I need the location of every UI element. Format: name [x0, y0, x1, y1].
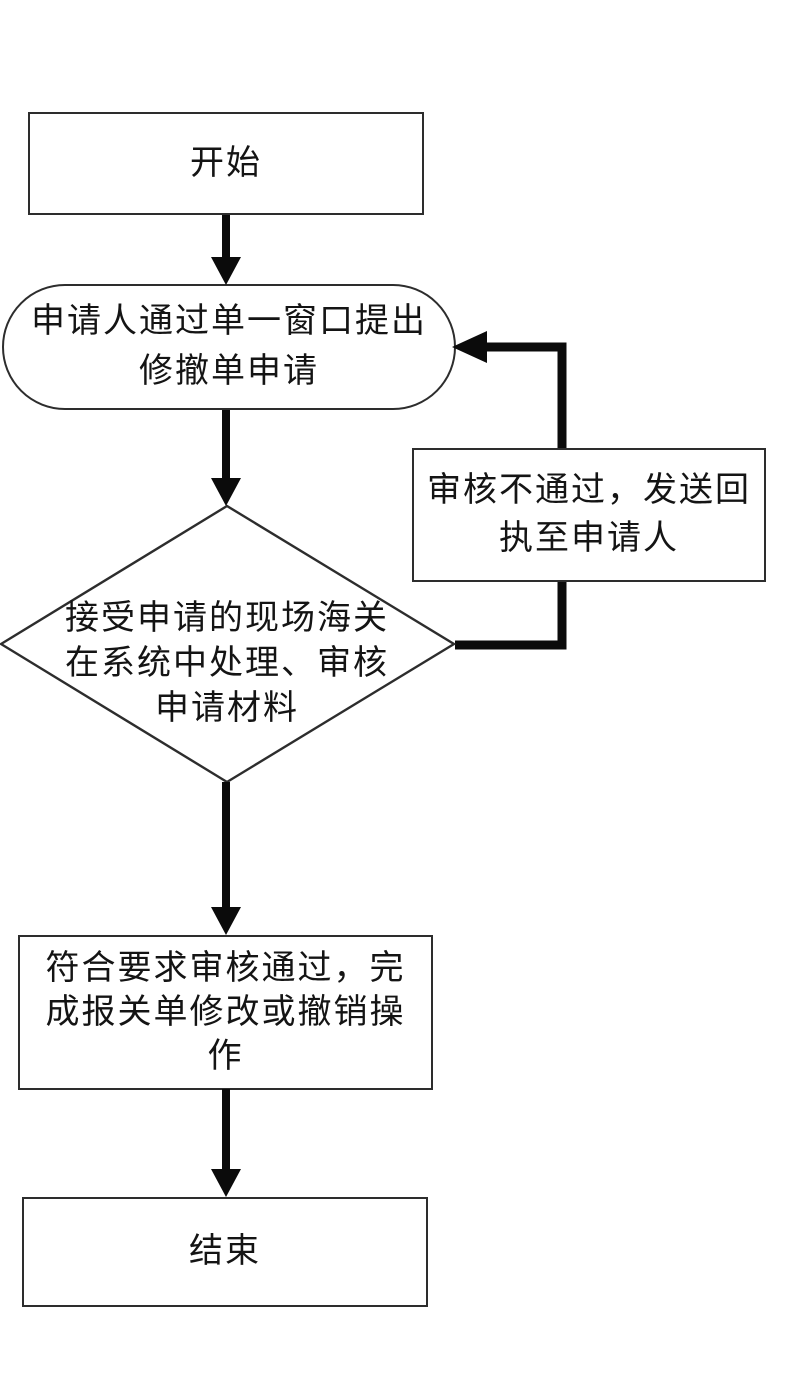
apply-stadium-node: 申请人通过单一窗口提出 修撤单申请 [2, 284, 456, 410]
end-node-label: 结束 [189, 1233, 261, 1270]
apply-node-line2: 修撤单申请 [139, 353, 319, 390]
start-node-label: 开始 [190, 144, 262, 182]
arrow-review-to-approve-head [211, 907, 241, 935]
reject-node-line1: 审核不通过，发送回 [427, 472, 751, 509]
arrow-approve-to-end-head [211, 1169, 241, 1197]
approve-node-label: 符合要求审核通过，完 成报关单修改或撤销操 作 [46, 947, 406, 1079]
approve-node-line1: 符合要求审核通过，完 [45, 949, 406, 987]
review-node-line3: 申请材料 [155, 690, 299, 727]
end-node: 结束 [22, 1197, 428, 1307]
arrow-feedback-to-apply-head [452, 331, 487, 363]
review-node-label: 接受申请的现场海关 在系统中处理、审核 申请材料 [47, 596, 407, 731]
reject-node-label: 审核不通过，发送回 执至申请人 [427, 467, 751, 563]
approve-node-line3: 作 [207, 1037, 244, 1075]
start-node: 开始 [28, 112, 424, 215]
apply-node-line1: 申请人通过单一窗口提出 [31, 303, 427, 340]
approve-node-line2: 成报关单修改或撤销操 [45, 993, 406, 1031]
arrow-apply-to-review-head [211, 478, 241, 506]
review-node-line2: 在系统中处理、审核 [65, 645, 389, 682]
reject-notice-node: 审核不通过，发送回 执至申请人 [412, 448, 766, 582]
approve-process-node: 符合要求审核通过，完 成报关单修改或撤销操 作 [18, 935, 433, 1090]
review-node-line1: 接受申请的现场海关 [65, 600, 389, 637]
arrow-start-to-apply-head [211, 257, 241, 285]
apply-node-label: 申请人通过单一窗口提出 修撤单申请 [31, 297, 427, 397]
reject-node-line2: 执至申请人 [499, 520, 679, 557]
